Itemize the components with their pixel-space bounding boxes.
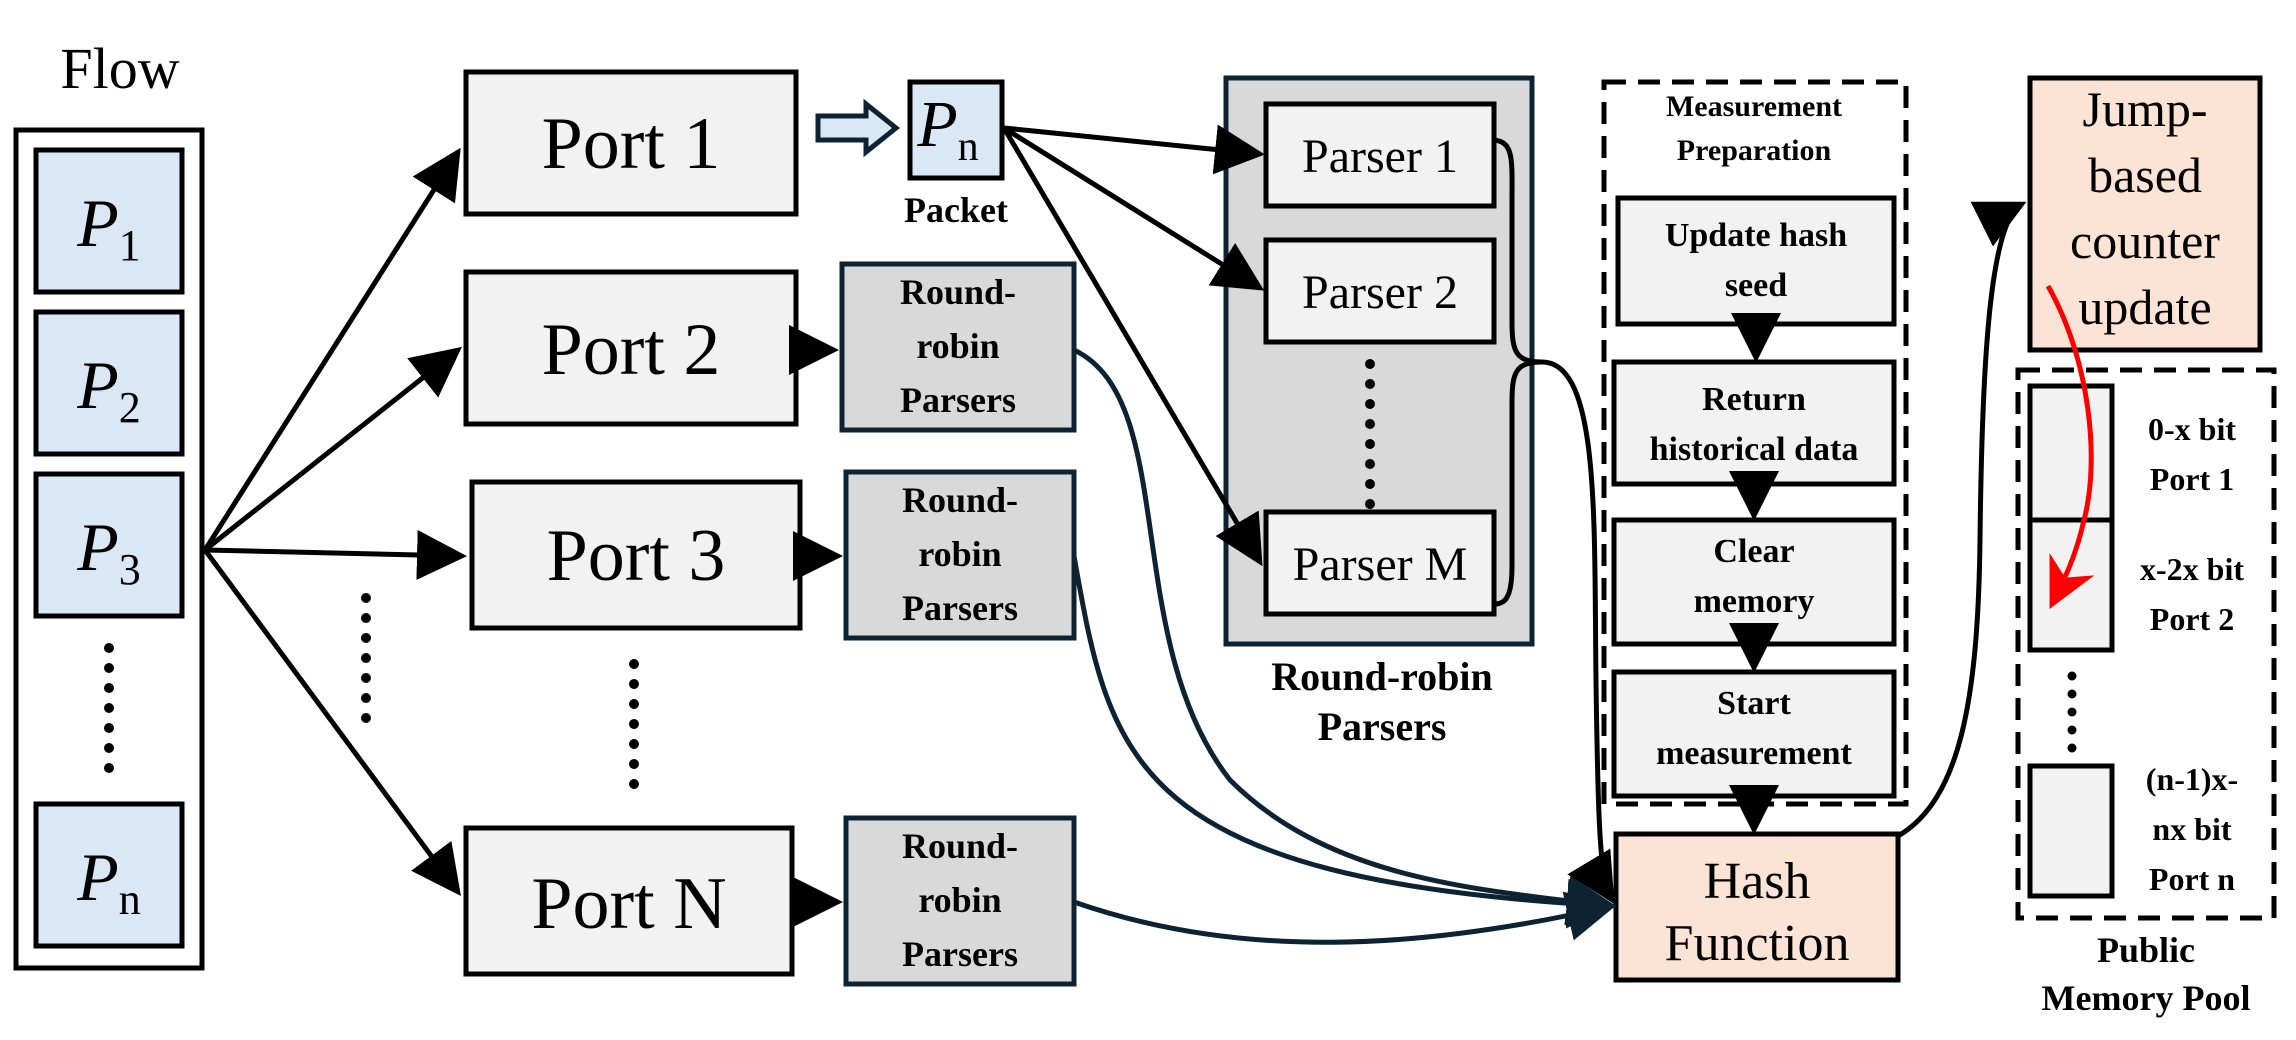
svg-text:robin: robin xyxy=(918,880,1001,920)
svg-text:Pn: Pn xyxy=(916,88,978,170)
parser-2: Parser 2 xyxy=(1263,237,1497,345)
hash-function: Hash Function xyxy=(1613,831,1901,983)
svg-text:Parser M: Parser M xyxy=(1293,538,1468,591)
packet-label: Packet xyxy=(904,190,1008,230)
svg-text:Port 1: Port 1 xyxy=(542,103,721,185)
measurement-step-arrows xyxy=(1729,313,1781,835)
memory-slot-n-port: Port n xyxy=(2149,861,2235,897)
flow-packet-1: P1 xyxy=(33,147,185,295)
svg-text:Port 3: Port 3 xyxy=(547,515,726,597)
flow-packet-3: P3 xyxy=(33,471,185,619)
step-update-hash-seed: Update hash seed xyxy=(1615,195,1897,327)
svg-text:counter: counter xyxy=(2070,213,2220,269)
memory-pool-label-1: Public xyxy=(2097,930,2195,970)
svg-text:Jump-: Jump- xyxy=(2083,81,2208,137)
step-clear-memory: Clear memory xyxy=(1611,517,1897,647)
svg-text:Round-: Round- xyxy=(902,480,1018,520)
svg-text:Clear: Clear xyxy=(1713,533,1794,570)
port-to-rr-arrows xyxy=(789,325,843,927)
rr-group-label-2: Parsers xyxy=(1318,704,1447,749)
svg-text:Parsers: Parsers xyxy=(900,380,1016,420)
ports-ellipsis-left xyxy=(361,593,371,723)
svg-text:Parser 1: Parser 1 xyxy=(1302,130,1458,183)
svg-text:P3: P3 xyxy=(76,509,141,594)
memory-pool-label-2: Memory Pool xyxy=(2042,978,2251,1018)
svg-text:Round-: Round- xyxy=(900,272,1016,312)
memory-slot-n xyxy=(2027,763,2115,899)
svg-text:Parsers: Parsers xyxy=(902,588,1018,628)
to-hash-curves xyxy=(1071,347,1617,945)
svg-text:P1: P1 xyxy=(76,185,141,270)
svg-text:Start: Start xyxy=(1717,685,1791,722)
step-return-historical-data: Return historical data xyxy=(1611,359,1897,487)
svg-text:robin: robin xyxy=(916,326,999,366)
packet-to-parser-arrows xyxy=(1001,124,1265,567)
svg-text:Update hash: Update hash xyxy=(1665,217,1847,254)
rr-parsers-port-3: Round- robin Parsers xyxy=(843,469,1077,641)
brace-to-hash-curve xyxy=(1541,359,1615,905)
svg-text:update: update xyxy=(2078,279,2211,335)
port-n: Port N xyxy=(463,825,795,977)
hash-to-jump-curve xyxy=(1896,201,2027,839)
svg-text:based: based xyxy=(2088,147,2202,203)
svg-text:Pn: Pn xyxy=(76,839,141,924)
memory-ellipsis xyxy=(2067,671,2077,753)
svg-text:Port N: Port N xyxy=(531,863,726,945)
parser-m: Parser M xyxy=(1263,509,1497,617)
step-start-measurement: Start measurement xyxy=(1611,669,1897,799)
svg-text:Parsers: Parsers xyxy=(902,934,1018,974)
port-2: Port 2 xyxy=(463,269,799,427)
memory-slot-2-port: Port 2 xyxy=(2150,601,2234,637)
rr-parsers-port-2: Round- robin Parsers xyxy=(839,261,1077,433)
memory-slot-1-port: Port 1 xyxy=(2150,461,2234,497)
measurement-title-2: Preparation xyxy=(1677,134,1832,167)
parsers-ellipsis xyxy=(1365,359,1375,509)
flow-packet-2: P2 xyxy=(33,309,185,457)
rr-parsers-port-n: Round- robin Parsers xyxy=(843,815,1077,987)
packet-box: Pn xyxy=(907,79,1005,181)
memory-slot-2-range: x-2x bit xyxy=(2140,551,2244,587)
svg-text:robin: robin xyxy=(918,534,1001,574)
port-1: Port 1 xyxy=(463,69,799,217)
svg-text:Port 2: Port 2 xyxy=(542,309,721,391)
svg-text:Return: Return xyxy=(1702,381,1806,418)
svg-text:Round-: Round- xyxy=(902,826,1018,866)
flow-title: Flow xyxy=(60,36,179,101)
svg-text:memory: memory xyxy=(1694,583,1815,620)
parser-brace xyxy=(1493,137,1543,607)
memory-slot-n-range-2: nx bit xyxy=(2152,811,2231,847)
memory-slot-1 xyxy=(2027,383,2115,523)
measurement-title-1: Measurement xyxy=(1666,90,1842,123)
svg-text:Hash: Hash xyxy=(1704,853,1811,910)
flow-packet-n: Pn xyxy=(33,801,185,949)
flow-ellipsis xyxy=(104,643,114,773)
memory-pool-container xyxy=(2015,367,2277,921)
memory-slot-2 xyxy=(2027,517,2115,653)
parser-1: Parser 1 xyxy=(1263,101,1497,209)
jump-counter-update: Jump- based counter update xyxy=(2027,75,2263,353)
svg-text:historical data: historical data xyxy=(1650,431,1859,468)
svg-text:Parser 2: Parser 2 xyxy=(1302,266,1458,319)
hollow-arrow xyxy=(815,98,901,158)
rr-group-label-1: Round-robin xyxy=(1271,654,1493,699)
ports-ellipsis-center xyxy=(629,659,639,789)
svg-text:seed: seed xyxy=(1725,267,1787,304)
svg-text:Function: Function xyxy=(1665,915,1850,972)
port-3: Port 3 xyxy=(469,479,803,631)
memory-slot-1-range: 0-x bit xyxy=(2148,411,2236,447)
svg-text:P2: P2 xyxy=(76,347,141,432)
red-jump-arrow xyxy=(2045,284,2095,609)
svg-text:measurement: measurement xyxy=(1656,735,1852,772)
flow-to-port-arrows xyxy=(202,147,467,897)
memory-slot-n-range-1: (n-1)x- xyxy=(2146,761,2238,797)
